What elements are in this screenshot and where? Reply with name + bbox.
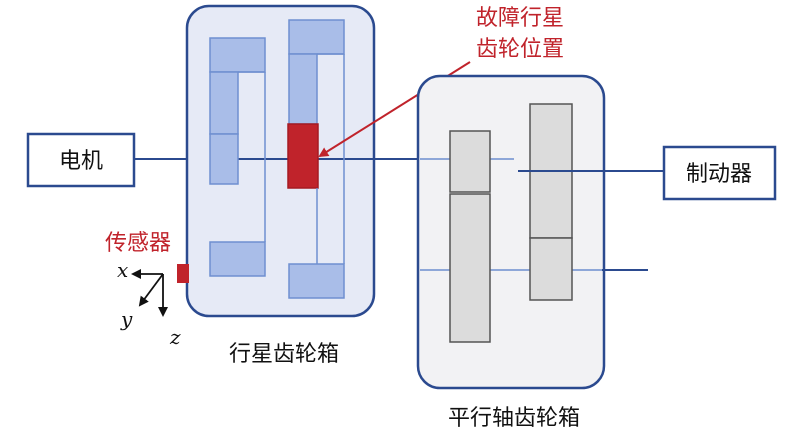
sensor-label: 传感器 xyxy=(105,231,171,256)
motor-block: 电机 xyxy=(26,132,136,188)
parallel-gearbox xyxy=(416,74,665,390)
parallel-gearbox-label: 平行轴齿轮箱 xyxy=(448,406,580,431)
sensor: 传感器 xyxy=(105,231,189,283)
planetary-gearbox xyxy=(185,4,420,318)
sun-gear-upper xyxy=(209,71,239,135)
brake-label: 制动器 xyxy=(686,162,752,187)
fault-label-line2: 齿轮位置 xyxy=(476,37,564,62)
planet-gear-upper xyxy=(288,53,318,125)
fault-label-line1: 故障行星 xyxy=(476,6,564,31)
sun-gear-lower xyxy=(209,133,239,185)
motor-label: 电机 xyxy=(59,149,103,174)
sun-gear-bottom xyxy=(209,241,266,277)
brake-block: 制动器 xyxy=(662,145,777,201)
faulty-planet-gear xyxy=(287,123,319,189)
parallel-gear-left-bottom xyxy=(449,193,491,343)
sun-gear-top xyxy=(209,37,266,73)
ring-gear-bottom xyxy=(288,263,345,299)
fault-annotation: 故障行星 齿轮位置 xyxy=(318,6,564,158)
sensor-marker xyxy=(177,264,189,283)
coordinate-axes: x y z xyxy=(117,258,181,349)
y-axis-label: y xyxy=(120,307,133,331)
y-axis-arrow xyxy=(138,273,164,307)
parallel-gear-left-top xyxy=(449,130,491,193)
parallel-gear-right-bottom xyxy=(529,237,573,301)
x-axis-label: x xyxy=(117,258,128,282)
z-axis-label: z xyxy=(169,325,181,349)
planetary-gearbox-label: 行星齿轮箱 xyxy=(229,342,339,367)
ring-gear-top xyxy=(288,19,345,55)
